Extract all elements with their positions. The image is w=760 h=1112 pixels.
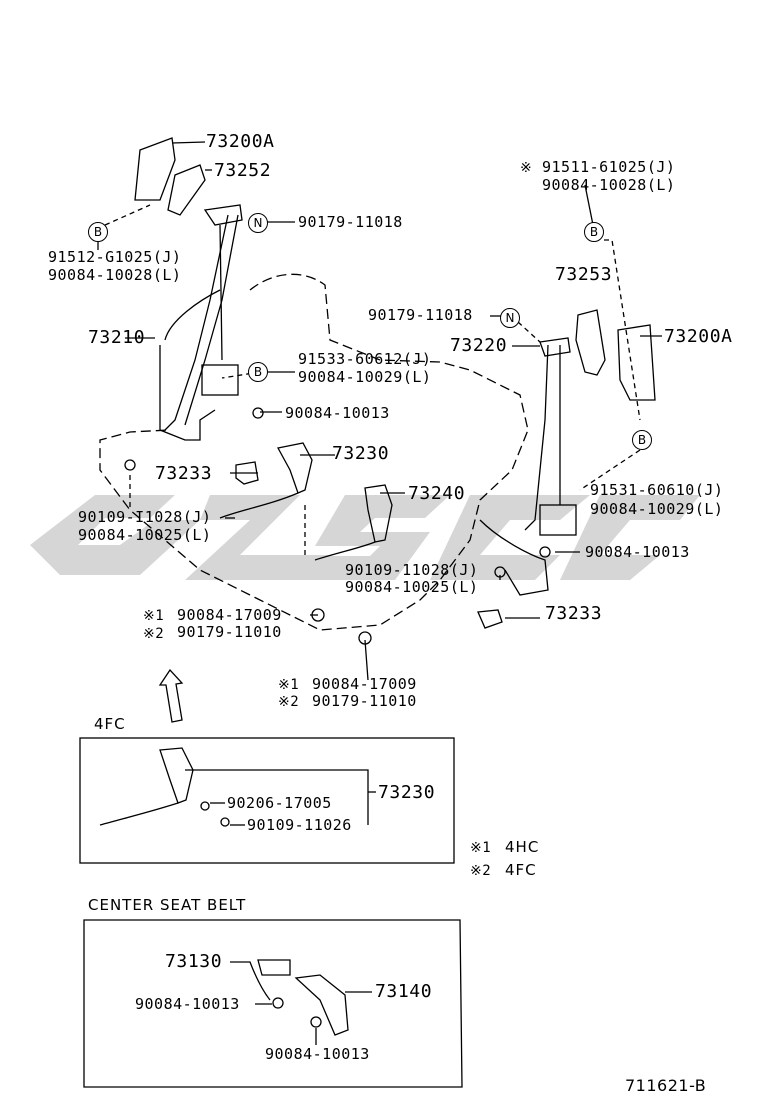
- marker-n-right: N: [500, 308, 520, 328]
- right-cover: [617, 324, 656, 401]
- left-retractor: [201, 364, 239, 396]
- section-label-center-seat-belt: CENTER SEAT BELT: [88, 896, 247, 914]
- marker-star2-b: ※2: [278, 694, 300, 710]
- callout-90084-10028-right: 90084-10028(L): [542, 176, 676, 194]
- callout-73253: 73253: [555, 264, 613, 285]
- callout-90179-11010-b: 90179-11010: [312, 692, 417, 710]
- box-center-seat-belt: [83, 919, 463, 1088]
- callout-73210: 73210: [88, 327, 146, 348]
- marker-b-right: B: [584, 222, 604, 242]
- callout-90084-10025-mid: 90084-10025(L): [345, 578, 479, 596]
- left-anchor: [203, 204, 243, 226]
- marker-n-left: N: [248, 213, 268, 233]
- callout-90109-i1028-left: 90109-I1028(J): [78, 508, 212, 526]
- callout-91531-60610: 91531-60610(J): [590, 481, 724, 499]
- callout-90084-10029-left: 90084-10029(L): [298, 368, 432, 386]
- left-cover: [134, 137, 176, 201]
- box-4fc: [79, 737, 455, 864]
- callout-90084-10013-d: 90084-10013: [265, 1045, 370, 1063]
- bolt-icon: [252, 407, 264, 419]
- buckle-73140: [294, 974, 349, 1036]
- right-trim-73253: [575, 309, 606, 376]
- callout-73233-right: 73233: [545, 603, 603, 624]
- marker-b-seat: B: [248, 362, 268, 382]
- marker-star-right: ※: [520, 160, 533, 176]
- callout-73233-left: 73233: [155, 463, 213, 484]
- callout-91533-60612: 91533-60612(J): [298, 350, 432, 368]
- bolt-icon: [124, 459, 136, 471]
- buckle-73130: [257, 959, 291, 976]
- callout-90084-10013-a: 90084-10013: [285, 404, 390, 422]
- callout-90084-10013-c: 90084-10013: [135, 995, 240, 1013]
- callout-73220: 73220: [450, 335, 508, 356]
- bolt-icon: [494, 566, 506, 578]
- callout-90084-10025-left: 90084-10025(L): [78, 526, 212, 544]
- bolt-icon: [311, 608, 325, 622]
- marker-star1-b: ※1: [278, 677, 300, 693]
- legend-key-2: ※2: [470, 863, 492, 879]
- bolt-icon: [310, 1016, 322, 1028]
- callout-90084-17009-a: 90084-17009: [177, 606, 282, 624]
- marker-b-lower-right: B: [632, 430, 652, 450]
- left-trim-73252: [167, 164, 206, 216]
- right-retractor: [539, 504, 577, 536]
- callout-90084-10029-right: 90084-10029(L): [590, 500, 724, 518]
- callout-90084-10013-b: 90084-10013: [585, 543, 690, 561]
- cover-73233-right: [477, 609, 503, 629]
- middle-buckle: [364, 484, 393, 543]
- line-art: [79, 137, 662, 1088]
- bolt-icon: [272, 997, 284, 1009]
- legend-value-4hc: 4HC: [505, 838, 540, 856]
- legend-value-4fc: 4FC: [505, 861, 537, 879]
- marker-star2-a: ※2: [143, 626, 165, 642]
- callout-73230-box: 73230: [378, 782, 436, 803]
- figure-id: 711621-B: [625, 1076, 707, 1095]
- bolt-icon: [200, 801, 210, 811]
- callout-73200a-left: 73200A: [206, 131, 275, 152]
- callout-90179-11018-b: 90179-11018: [368, 306, 473, 324]
- bolt-icon: [220, 817, 230, 827]
- watermark-logo: [30, 495, 700, 580]
- callout-90109-11028-mid: 90109-11028(J): [345, 561, 479, 579]
- callout-90084-17009-b: 90084-17009: [312, 675, 417, 693]
- arrow-up-icon: [158, 668, 184, 723]
- bolt-icon: [358, 631, 372, 645]
- callout-73130: 73130: [165, 951, 223, 972]
- fc-buckle: [159, 747, 194, 804]
- bolt-icon: [539, 546, 551, 558]
- callout-91512-g1025: 91512-G1025(J): [48, 248, 182, 266]
- callout-90084-10028-left: 90084-10028(L): [48, 266, 182, 284]
- callout-73200a-right: 73200A: [664, 326, 733, 347]
- callout-90206-17005: 90206-17005: [227, 794, 332, 812]
- marker-b-left: B: [88, 222, 108, 242]
- cover-73233-left: [235, 461, 259, 485]
- marker-star1-a: ※1: [143, 608, 165, 624]
- callout-73240: 73240: [408, 483, 466, 504]
- left-belt-webbing: [164, 214, 229, 431]
- callout-91511-61025: 91511-61025(J): [542, 158, 676, 176]
- callout-73252: 73252: [214, 160, 272, 181]
- callout-90109-11026: 90109-11026: [247, 816, 352, 834]
- legend-key-1: ※1: [470, 840, 492, 856]
- right-anchor: [539, 337, 571, 357]
- callout-73230: 73230: [332, 443, 390, 464]
- right-belt-webbing: [524, 344, 549, 531]
- callout-90179-11018-a: 90179-11018: [298, 213, 403, 231]
- callout-90179-11010-a: 90179-11010: [177, 623, 282, 641]
- section-label-4fc: 4FC: [94, 715, 126, 733]
- callout-73140: 73140: [375, 981, 433, 1002]
- left-buckle: [277, 442, 313, 494]
